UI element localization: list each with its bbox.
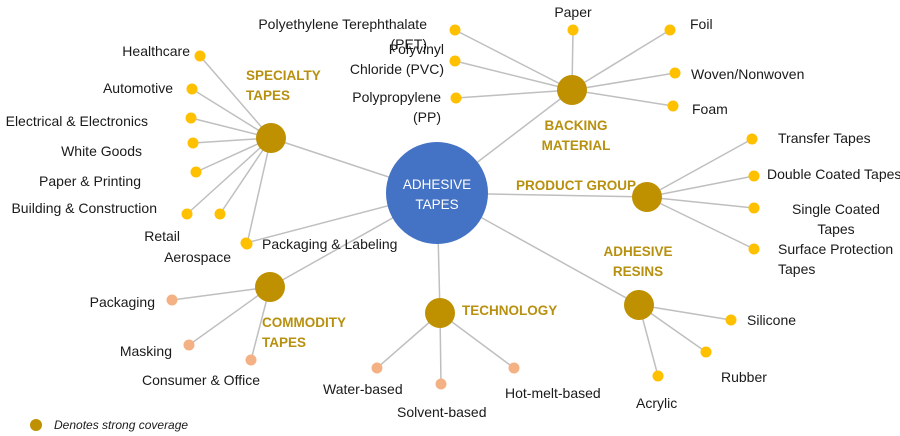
edge-backing-2	[455, 89, 573, 99]
edge-technology-2	[439, 312, 515, 369]
leaf-dot-specialty-4	[190, 166, 202, 178]
hub-node-commodity	[255, 272, 285, 302]
leaf-label-specialty-0: Healthcare	[122, 43, 190, 59]
edge-commodity-1	[171, 286, 271, 301]
leaf-dot-specialty-6	[214, 208, 226, 220]
edge-resins-0	[638, 304, 732, 321]
leaf-label-commodity-3: Consumer & Office	[142, 372, 260, 388]
leaf-label-backing-0: Polyethylene Terephthalate(PET)	[258, 16, 427, 52]
legend-text: Denotes strong coverage	[54, 418, 188, 432]
leaf-label-product-0: Transfer Tapes	[778, 130, 871, 146]
edge-product-2	[646, 196, 755, 209]
leaf-label-commodity-1: Packaging	[90, 294, 155, 310]
leaf-dot-backing-4	[664, 24, 676, 36]
category-label-technology: TECHNOLOGY	[462, 303, 557, 318]
leaf-label-specialty-1: Automotive	[103, 80, 173, 96]
leaf-label-specialty-6: Retail	[144, 228, 180, 244]
hub-node-technology	[425, 298, 455, 328]
leaf-dot-backing-2	[450, 92, 462, 104]
leaf-dot-specialty-5	[181, 208, 193, 220]
leaf-dot-commodity-3	[245, 354, 257, 366]
nodes	[30, 24, 760, 431]
edge-specialty-6	[219, 137, 272, 215]
leaf-label-backing-2: Polypropylene(PP)	[352, 89, 441, 125]
leaf-label-specialty-5: Building & Construction	[11, 200, 157, 216]
edge-product-1	[646, 175, 755, 198]
leaf-label-specialty-4: Paper & Printing	[39, 173, 141, 189]
hub-node-backing	[557, 75, 587, 105]
leaf-label-backing-3: Paper	[554, 4, 592, 20]
edge-specialty-7	[246, 137, 272, 245]
leaf-label-technology-2: Hot-melt-based	[505, 385, 601, 401]
edge-backing-1	[454, 60, 573, 91]
leaf-label-resins-0: Silicone	[747, 312, 796, 328]
category-label-product: PRODUCT GROUP	[516, 178, 636, 193]
hub-node-resins	[624, 290, 654, 320]
leaf-dot-backing-0	[449, 24, 461, 36]
leaf-dot-commodity-1	[166, 294, 178, 306]
edge-specialty-1	[191, 88, 272, 139]
leaf-dot-product-1	[748, 170, 760, 182]
leaf-dot-commodity-2	[183, 339, 195, 351]
leaf-label-technology-0: Water-based	[323, 381, 403, 397]
leaf-dot-backing-1	[449, 55, 461, 67]
leaf-label-commodity-2: Masking	[120, 343, 172, 359]
leaf-label-specialty-3: White Goods	[61, 143, 142, 159]
leaf-label-specialty-2: Electrical & Electronics	[6, 113, 148, 129]
leaf-dot-specialty-2	[185, 112, 197, 124]
leaf-label-product-1: Double Coated Tapes	[767, 166, 900, 182]
leaf-label-technology-1: Solvent-based	[397, 404, 487, 420]
leaf-dot-product-0	[746, 133, 758, 145]
leaf-dot-backing-3	[567, 24, 579, 36]
leaf-dot-technology-2	[508, 362, 520, 374]
hub-node-product	[632, 182, 662, 212]
edge-backing-5	[571, 72, 676, 91]
leaf-label-backing-5: Woven/Nonwoven	[691, 66, 804, 82]
edge-product-3	[646, 196, 755, 250]
edge-backing-0	[454, 29, 573, 91]
edge-backing-4	[571, 29, 671, 91]
leaf-dot-resins-2	[652, 370, 664, 382]
center-node	[386, 142, 488, 244]
leaf-label-resins-2: Acrylic	[636, 395, 677, 411]
edge-backing-6	[571, 89, 674, 107]
leaf-label-specialty-7: Aerospace	[164, 249, 231, 265]
edge-product-0	[646, 138, 753, 198]
leaf-dot-product-3	[748, 243, 760, 255]
leaf-dot-technology-1	[435, 378, 447, 390]
leaf-dot-resins-1	[700, 346, 712, 358]
leaf-dot-technology-0	[371, 362, 383, 374]
leaf-dot-backing-5	[669, 67, 681, 79]
leaf-dot-product-2	[748, 202, 760, 214]
edge-specialty-0	[199, 55, 272, 139]
leaf-label-backing-6: Foam	[692, 101, 728, 117]
leaf-label-commodity-0: Packaging & Labeling	[262, 236, 397, 252]
leaf-dot-commodity-0	[240, 237, 252, 249]
leaf-dot-specialty-1	[186, 83, 198, 95]
leaf-dot-backing-6	[667, 100, 679, 112]
hub-node-specialty	[256, 123, 286, 153]
edge-specialty-5	[186, 137, 272, 215]
edge-commodity-2	[188, 286, 271, 346]
legend-dot	[30, 419, 42, 431]
leaf-label-backing-4: Foil	[690, 16, 713, 32]
leaf-dot-specialty-0	[194, 50, 206, 62]
leaf-dot-resins-0	[725, 314, 737, 326]
leaf-dot-specialty-3	[187, 137, 199, 149]
leaf-label-resins-1: Rubber	[721, 369, 767, 385]
